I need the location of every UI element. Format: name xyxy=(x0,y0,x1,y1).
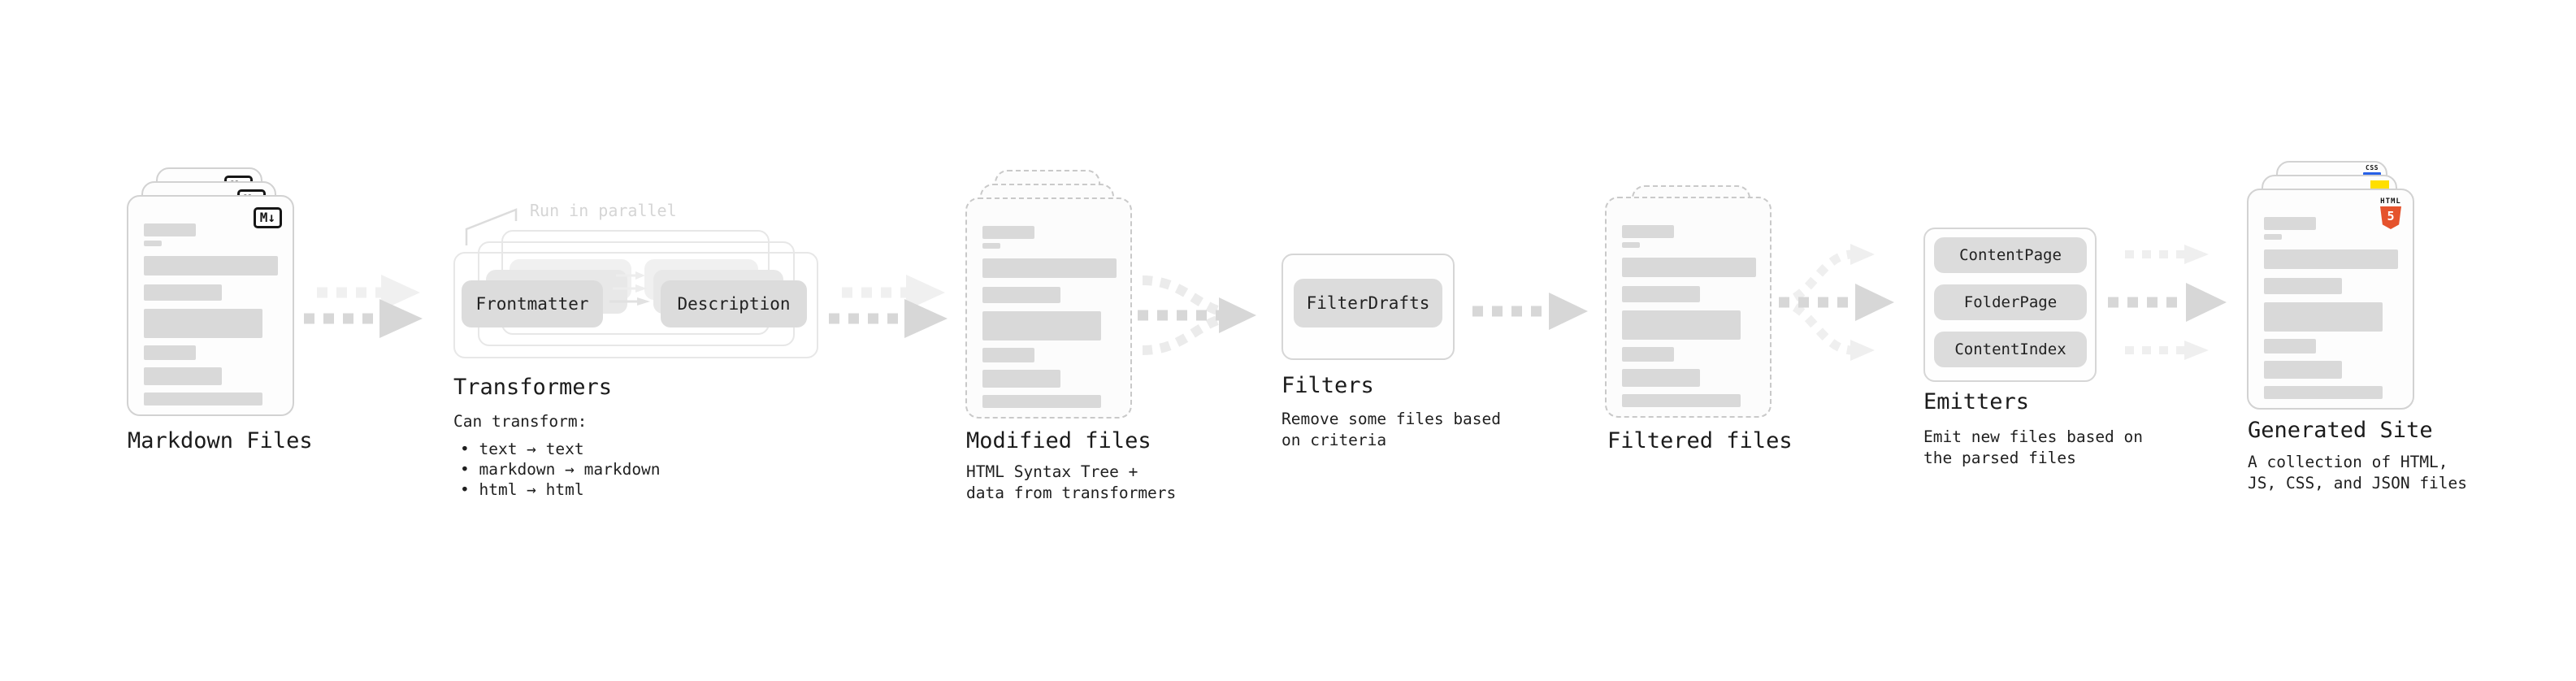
desc-line: HTML Syntax Tree + xyxy=(966,462,1138,481)
stage-label-transformers: Transformers xyxy=(453,375,613,400)
text-line-placeholder xyxy=(144,345,196,360)
filter-pill-filterdrafts: FilterDrafts xyxy=(1294,279,1442,327)
bullet-item: • html → html xyxy=(460,480,584,499)
text-line-placeholder xyxy=(2264,234,2282,240)
stage-label-filtered-files: Filtered files xyxy=(1607,428,1793,453)
text-line-placeholder xyxy=(1622,394,1741,407)
emitter-pill-folderpage: FolderPage xyxy=(1934,284,2087,320)
transformer-pill-label: Description xyxy=(677,294,791,314)
text-line-placeholder xyxy=(144,284,222,301)
desc-line: the parsed files xyxy=(1923,449,2076,467)
text-line-placeholder xyxy=(1622,310,1741,340)
text-line-placeholder xyxy=(144,223,196,236)
emitters-desc: Emit new files based on the parsed files xyxy=(1923,427,2143,469)
document-text-placeholder xyxy=(144,223,278,406)
text-line-placeholder xyxy=(982,287,1060,303)
desc-line: A collection of HTML, xyxy=(2248,453,2448,471)
emitter-pill-label: ContentIndex xyxy=(1954,340,2066,358)
text-line-placeholder xyxy=(982,370,1060,388)
arrow-filtered-to-emitters xyxy=(1778,244,1894,361)
text-line-placeholder xyxy=(2264,361,2342,379)
filter-pill-label: FilterDrafts xyxy=(1306,293,1430,313)
text-line-placeholder xyxy=(144,393,262,406)
text-line-placeholder xyxy=(982,348,1034,362)
js-icon xyxy=(2370,180,2389,191)
html5-icon-text: HTML xyxy=(2380,197,2401,206)
emitter-pill-contentpage: ContentPage xyxy=(1934,237,2087,273)
text-line-placeholder xyxy=(1622,242,1640,248)
text-line-placeholder xyxy=(1622,286,1700,302)
text-line-placeholder xyxy=(144,309,262,338)
desc-line: Remove some files based xyxy=(1281,410,1502,428)
css-icon: CSS xyxy=(2363,165,2381,176)
desc-line: Emit new files based on xyxy=(1923,427,2144,446)
text-line-placeholder xyxy=(2264,278,2342,294)
text-line-placeholder xyxy=(982,243,1000,249)
text-line-placeholder xyxy=(144,241,162,246)
transformers-desc-title: Can transform: xyxy=(453,412,588,431)
text-line-placeholder xyxy=(2264,339,2316,354)
text-line-placeholder xyxy=(1622,258,1756,277)
text-line-placeholder xyxy=(982,258,1117,278)
html5-icon-number: 5 xyxy=(2387,209,2395,223)
text-line-placeholder xyxy=(2264,217,2316,230)
arrow-markdown-to-transformers xyxy=(304,275,423,338)
arrow-modified-to-filters xyxy=(1138,275,1256,355)
modified-file-card xyxy=(965,197,1132,419)
arrow-emitters-to-generated xyxy=(2108,245,2227,360)
stage-label-modified-files: Modified files xyxy=(966,428,1151,453)
text-line-placeholder xyxy=(2264,386,2383,399)
arrow-frontmatter-to-description xyxy=(609,271,650,306)
css-icon-text: CSS xyxy=(2366,164,2379,171)
transformer-pill-frontmatter: Frontmatter xyxy=(462,280,603,327)
transformer-pill-description: Description xyxy=(661,280,807,327)
text-line-placeholder xyxy=(2264,249,2398,269)
stage-label-emitters: Emitters xyxy=(1923,389,2030,414)
stage-label-generated-site: Generated Site xyxy=(2248,418,2433,443)
filters-desc: Remove some files based on criteria xyxy=(1281,409,1501,451)
emitter-pill-label: FolderPage xyxy=(1963,293,2058,311)
filtered-file-card xyxy=(1605,197,1772,418)
note-run-in-parallel: Run in parallel xyxy=(530,201,677,220)
desc-line: data from transformers xyxy=(966,484,1177,502)
transformer-pill-label: Frontmatter xyxy=(475,294,589,314)
document-text-placeholder xyxy=(2264,217,2398,399)
desc-line: JS, CSS, and JSON files xyxy=(2248,474,2468,492)
emitter-pill-label: ContentPage xyxy=(1959,246,2062,264)
transformer-frame xyxy=(453,252,818,358)
stage-label-filters: Filters xyxy=(1281,373,1374,398)
desc-line: on criteria xyxy=(1281,431,1387,449)
text-line-placeholder xyxy=(982,226,1034,239)
stage-label-markdown-files: Markdown Files xyxy=(128,428,313,453)
generated-site-desc: A collection of HTML, JS, CSS, and JSON … xyxy=(2248,452,2467,494)
arrow-filters-to-filtered xyxy=(1472,293,1588,330)
bullet-item: • markdown → markdown xyxy=(460,460,661,479)
markdown-icon: M↓ xyxy=(253,207,282,228)
note-leader-line xyxy=(465,208,518,245)
html5-icon: HTML 5 xyxy=(2379,197,2403,229)
arrow-transformers-to-modified xyxy=(829,275,948,338)
text-line-placeholder xyxy=(144,256,278,275)
text-line-placeholder xyxy=(1622,347,1674,362)
bullet-item: • text → text xyxy=(460,440,584,458)
text-line-placeholder xyxy=(1622,369,1700,387)
text-line-placeholder xyxy=(982,311,1101,340)
text-line-placeholder xyxy=(1622,225,1674,238)
text-line-placeholder xyxy=(982,395,1101,408)
document-text-placeholder xyxy=(982,226,1117,408)
generated-file-card-html: HTML 5 xyxy=(2247,189,2414,410)
text-line-placeholder xyxy=(144,367,222,385)
css-icon-bar xyxy=(2363,172,2381,176)
markdown-file-card: M↓ xyxy=(127,195,294,416)
emitter-pill-contentindex: ContentIndex xyxy=(1934,332,2087,367)
text-line-placeholder xyxy=(2264,302,2383,332)
modified-files-desc: HTML Syntax Tree + data from transformer… xyxy=(966,462,1176,504)
document-text-placeholder xyxy=(1622,225,1756,407)
transformers-bullet-list: • text → text • markdown → markdown • ht… xyxy=(460,439,661,500)
